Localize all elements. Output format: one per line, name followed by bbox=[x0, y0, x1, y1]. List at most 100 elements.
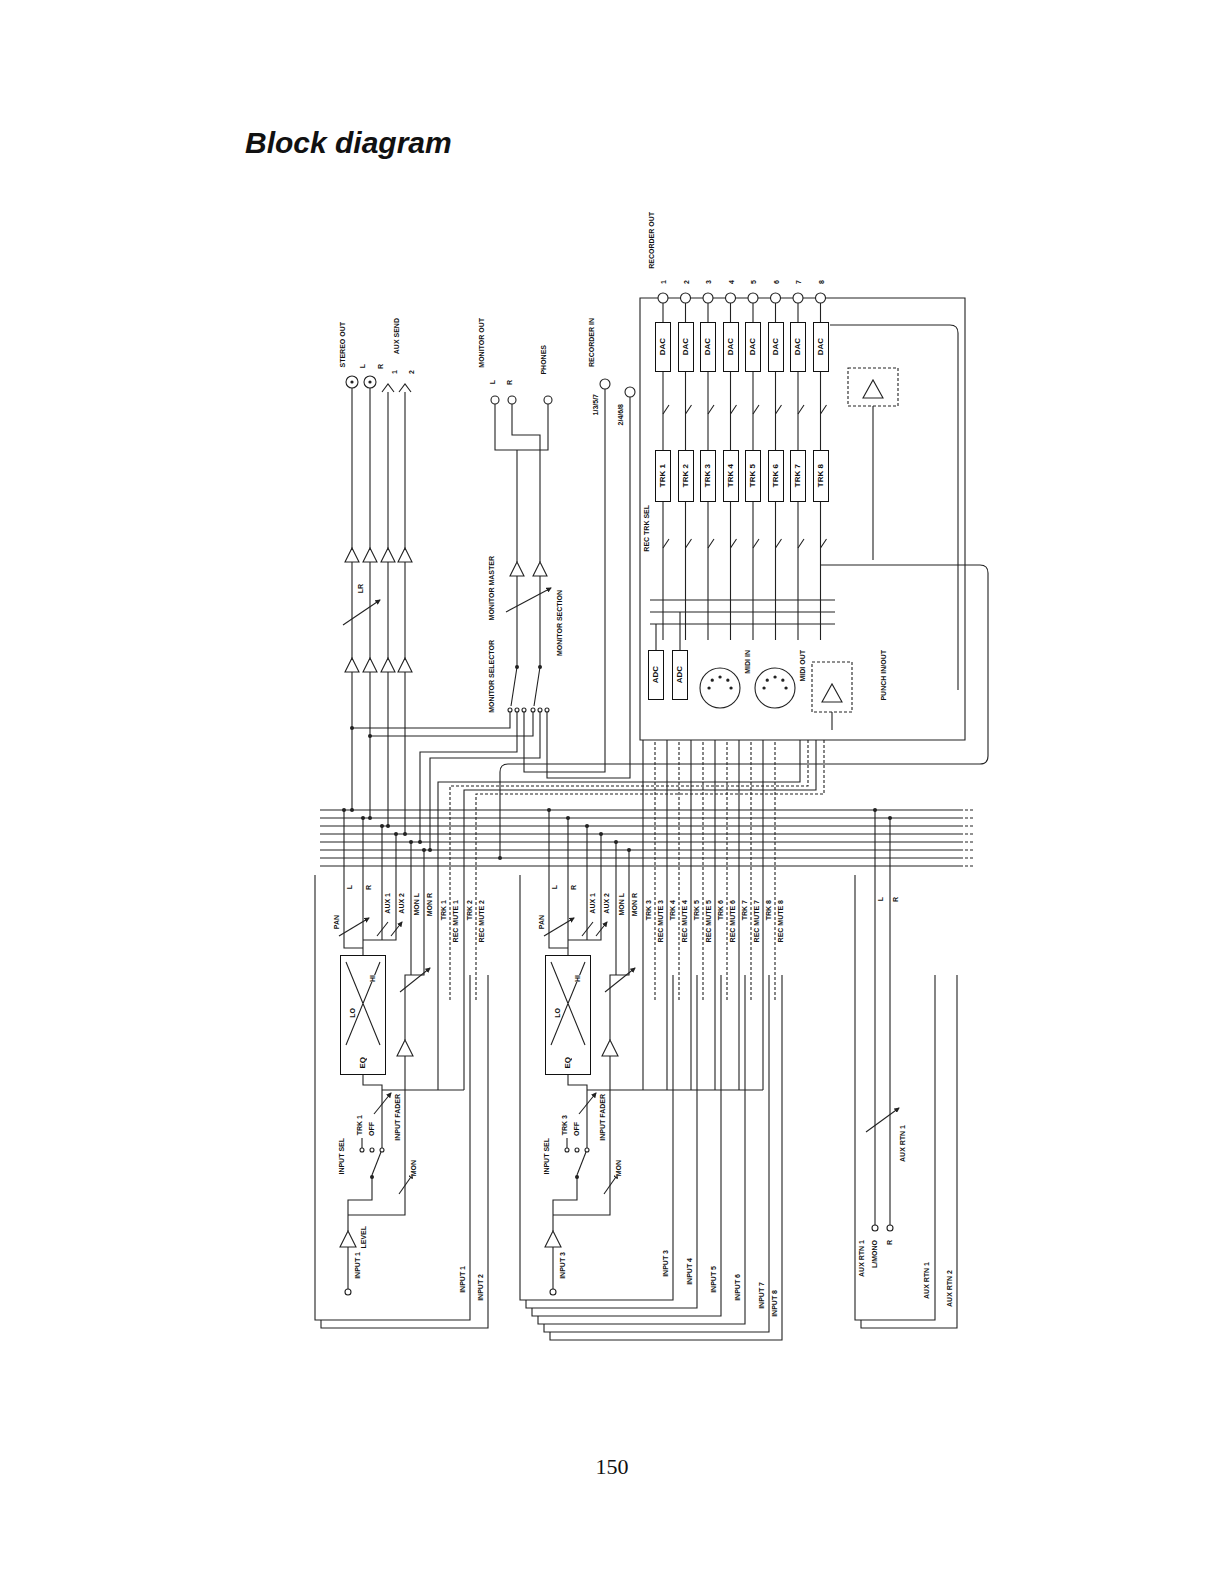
track-box: TRK 2 bbox=[678, 450, 694, 502]
aux-return-strip bbox=[866, 808, 899, 1231]
signal-label: TRK 4 bbox=[669, 900, 676, 920]
signal-label: MON L bbox=[413, 893, 420, 916]
node-text: DAC bbox=[794, 338, 802, 355]
signal-label: MON R bbox=[631, 893, 638, 916]
signal-label: REC MUTE 8 bbox=[777, 900, 784, 942]
signal-label: INPUT 3 bbox=[662, 1250, 669, 1277]
signal-label: INPUT SEL bbox=[338, 1138, 345, 1175]
rca-jack bbox=[625, 387, 635, 397]
rca-jack bbox=[658, 293, 668, 303]
signal-label: REC TRK SEL bbox=[643, 505, 650, 552]
signal-label: 3 bbox=[705, 280, 712, 284]
phone-jack bbox=[508, 396, 516, 404]
channel-strip bbox=[339, 808, 430, 1295]
track-connector bbox=[707, 372, 708, 450]
track-send-wire bbox=[382, 740, 816, 1090]
signal-label: INPUT 1 bbox=[354, 1252, 361, 1279]
signal-label: MON bbox=[615, 1160, 622, 1176]
rca-jack bbox=[793, 293, 803, 303]
node-text: TRK 1 bbox=[659, 464, 667, 487]
switch-contact bbox=[545, 708, 549, 712]
node-text: DAC bbox=[704, 338, 712, 355]
signal-label: 2 bbox=[683, 280, 690, 284]
node-text: DAC bbox=[817, 338, 825, 355]
signal-label: R bbox=[506, 380, 513, 385]
switch-pivot bbox=[370, 1175, 374, 1179]
bus-line bbox=[960, 810, 975, 866]
signal-label: TRK 1 bbox=[356, 1115, 363, 1135]
rca-jack bbox=[364, 376, 376, 388]
monitor-source-wire bbox=[352, 389, 630, 850]
signal-label: L bbox=[346, 885, 353, 889]
signal-label: 7 bbox=[795, 280, 802, 284]
signal-label: REC MUTE 3 bbox=[657, 900, 664, 942]
monitor-section bbox=[350, 379, 635, 852]
rec-mute-wire bbox=[450, 740, 824, 1000]
rca-jack bbox=[748, 293, 758, 303]
node-text: DAC bbox=[682, 338, 690, 355]
signal-label: 1 bbox=[660, 280, 667, 284]
node-text: TRK 3 bbox=[704, 464, 712, 487]
page-title: Block diagram bbox=[245, 126, 452, 160]
adc-wire bbox=[656, 612, 680, 650]
master-fader-symbol bbox=[343, 600, 380, 625]
switch-contact bbox=[370, 1148, 374, 1152]
phone-jack-symbol bbox=[382, 384, 411, 392]
signal-label: TRK 3 bbox=[561, 1115, 568, 1135]
switch-contact bbox=[515, 708, 519, 712]
node-text: TRK 8 bbox=[817, 464, 825, 487]
dac-box: DAC bbox=[723, 322, 739, 372]
signal-label: TRK 2 bbox=[466, 900, 473, 920]
signal-label: HI bbox=[574, 975, 581, 982]
signal-label: INPUT 1 bbox=[459, 1266, 466, 1293]
signal-label: TRK 6 bbox=[717, 900, 724, 920]
midi-connector bbox=[700, 668, 740, 708]
signal-label: REC MUTE 7 bbox=[753, 900, 760, 942]
buffer-symbol bbox=[822, 380, 883, 702]
signal-label: MON L bbox=[618, 893, 625, 916]
signal-label: RECORDER IN bbox=[588, 318, 595, 367]
signal-label: LEVEL bbox=[360, 1226, 367, 1249]
signal-label: INPUT 6 bbox=[734, 1274, 741, 1301]
rca-jack bbox=[681, 293, 691, 303]
signal-label: 1 bbox=[391, 370, 398, 374]
track-connector bbox=[662, 372, 663, 450]
signal-label: PAN bbox=[333, 915, 340, 929]
adc-box: ADC bbox=[648, 650, 664, 700]
node-text: TRK 6 bbox=[772, 464, 780, 487]
switch-contact bbox=[538, 708, 542, 712]
signal-label: R bbox=[570, 885, 577, 890]
junction-dot bbox=[350, 726, 354, 730]
node-text: DAC bbox=[749, 338, 757, 355]
signal-label: INPUT 5 bbox=[710, 1266, 717, 1293]
signal-label: REC MUTE 5 bbox=[705, 900, 712, 942]
node-text: TRK 4 bbox=[727, 464, 735, 487]
dac-box: DAC bbox=[790, 322, 806, 372]
dac-box: DAC bbox=[768, 322, 784, 372]
signal-label: INPUT 7 bbox=[758, 1282, 765, 1309]
rca-jack bbox=[703, 293, 713, 303]
amplifier-symbol bbox=[510, 562, 547, 576]
monitor-wire bbox=[517, 548, 540, 667]
signal-label: AUX SEND bbox=[393, 318, 400, 354]
track-connector bbox=[752, 372, 753, 450]
track-box: TRK 7 bbox=[790, 450, 806, 502]
amplifier-symbol bbox=[340, 1040, 413, 1247]
rca-jack bbox=[726, 293, 736, 303]
node-text: DAC bbox=[772, 338, 780, 355]
fader-symbol bbox=[374, 1093, 391, 1114]
return-wire bbox=[500, 565, 988, 858]
signal-label: AUX RTN 1 bbox=[923, 1262, 930, 1299]
signal-label: 2 bbox=[408, 370, 415, 374]
signal-label: AUX RTN 1 bbox=[899, 1125, 906, 1162]
signal-label: OFF bbox=[573, 1122, 580, 1136]
rec-mute-wire bbox=[655, 740, 775, 1000]
signal-label: STEREO OUT bbox=[339, 322, 346, 368]
signal-label: MON bbox=[410, 1160, 417, 1176]
signal-label: TRK 5 bbox=[693, 900, 700, 920]
signal-label: INPUT 2 bbox=[477, 1274, 484, 1301]
signal-label: MON R bbox=[426, 893, 433, 916]
junction-dot bbox=[873, 808, 877, 812]
signal-label: HI bbox=[369, 975, 376, 982]
